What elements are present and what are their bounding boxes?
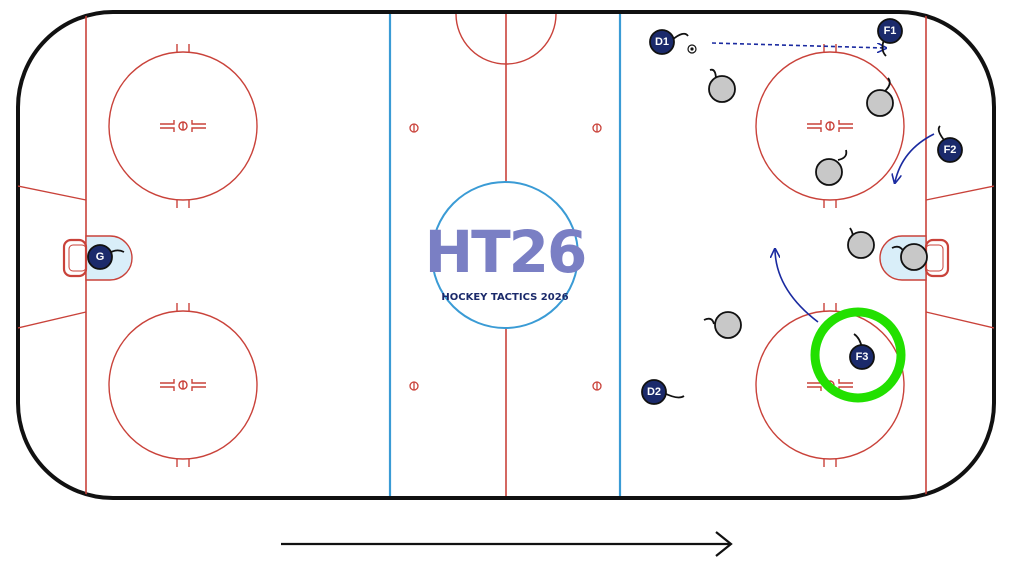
player-d1-label: D1 xyxy=(655,36,669,48)
center-logo: HT26 HOCKEY TACTICS 2026 xyxy=(425,181,587,329)
opponent-player xyxy=(703,311,742,339)
opponent-player xyxy=(847,227,875,259)
faceoff-circle-top-left xyxy=(108,44,258,208)
left-trapezoid xyxy=(18,185,87,329)
opponent-player xyxy=(815,149,848,186)
player-d2: D2 xyxy=(641,379,685,405)
d1-pass-arrow xyxy=(711,42,885,48)
opponent-player xyxy=(708,68,736,103)
player-f1: F1 xyxy=(877,18,903,57)
direction-of-play-arrow xyxy=(281,531,733,557)
right-trapezoid xyxy=(925,185,994,329)
opponent-players xyxy=(703,68,928,339)
referee-crease xyxy=(455,13,557,65)
highlight-ring xyxy=(810,307,906,403)
puck xyxy=(687,44,697,54)
player-g: G xyxy=(87,244,125,270)
player-g-label: G xyxy=(96,251,105,263)
f2-skate-arrow xyxy=(895,133,935,182)
player-f3-label: F3 xyxy=(856,351,869,363)
faceoff-circle-bottom-left xyxy=(108,303,258,467)
f3-skate-arrow xyxy=(775,250,819,323)
player-d2-label: D2 xyxy=(647,386,661,398)
play-arrows xyxy=(711,42,935,323)
opponent-player xyxy=(866,77,894,117)
player-f2: F2 xyxy=(937,125,963,163)
rink-markings xyxy=(18,13,994,496)
player-f2-label: F2 xyxy=(944,144,957,156)
player-f1-label: F1 xyxy=(884,25,897,37)
player-d1: D1 xyxy=(649,29,689,55)
logo-title: HT26 xyxy=(425,218,586,286)
opponent-goalie xyxy=(891,243,928,271)
player-f3: F3 xyxy=(849,333,875,370)
faceoff-circle-top-right xyxy=(755,44,905,208)
neutral-zone-dots xyxy=(409,123,602,391)
logo-subtitle: HOCKEY TACTICS 2026 xyxy=(441,292,568,303)
team-players: G D1 D2 F1 F2 F3 xyxy=(87,18,963,405)
